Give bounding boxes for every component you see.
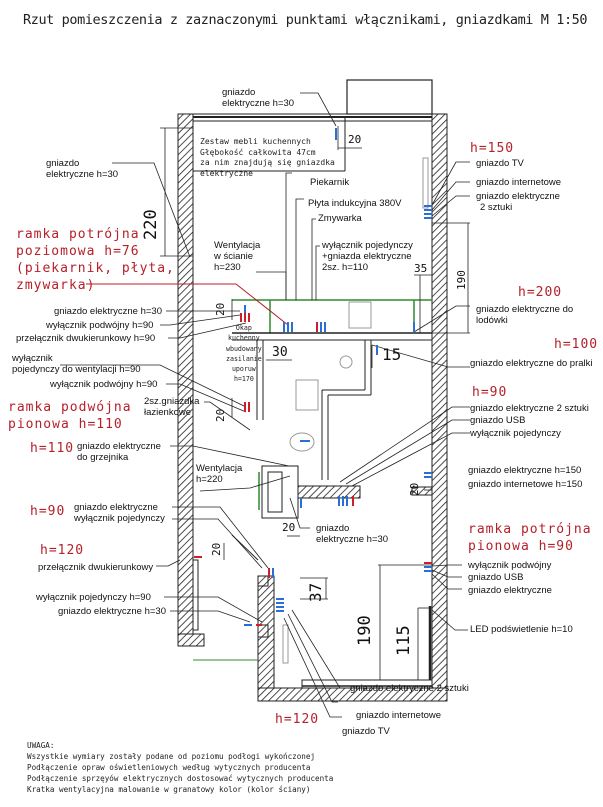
height-h200: h=200 [518,285,563,300]
dim-220: 220 [141,209,161,240]
dim-15: 15 [382,345,402,364]
hood-note-line: kuchenny [227,334,260,343]
notes-block: UWAGA: Wszystkie wymiary zostały podane … [27,740,333,795]
dim-35: 35 [414,262,428,275]
dim-20-d: 20 [282,521,296,534]
hood-note-line: zasilanie [226,354,262,363]
kitchen-note-line: Zestaw mebli kuchennych [200,137,311,146]
label-double-switch-h90: wyłącznik podwójny h=90 [46,320,154,331]
notes-line: Podłączenie sprzęyów elektrycznych dosto… [27,774,334,783]
notes-line: Wszystkie wymiary zostały podane od pozi… [27,752,316,761]
height-h110: h=110 [30,441,75,456]
label-right-switch: wyłącznik pojedynczy [470,428,561,439]
label-lower-switch-h90: wyłącznik pojedynczy h=90 [36,592,151,603]
dim-20-b: 20 [214,408,227,422]
hood-note-line: h=170 [233,375,254,384]
walls [177,79,448,702]
tv-internet-socket-symbols [424,205,432,219]
notes-heading: UWAGA: [27,741,55,750]
height-h120-left: h=120 [40,543,85,558]
label-left-socket-h30: gniazdo elektryczne h=30 [54,306,163,317]
label-bottom-internet: gniazdo internetowe [356,710,442,721]
ramka-podwojna-pionowa: ramka podwójna pionowa h=110 [8,400,132,432]
dim-115: 115 [394,625,414,656]
leader-lines [60,92,470,718]
label-right-socket150: gniazdo elektryczne h=150 [468,465,582,476]
dim-20-c: 20 [408,482,421,496]
label-room-usb: gniazdo USB [468,572,524,583]
ramka-potrojna-poziomowa: ramka potrójna poziomowa h=76 (piekarnik… [16,227,175,293]
dimension-lines [160,126,470,680]
outlet-markers [194,128,432,626]
label-twoway-switch: przełącznik dwukierunkowy [38,562,154,573]
label-right-2pcs: gniazdo elektryczne 2 sztuki [470,403,589,414]
kitchen-switch-symbols [194,305,432,626]
label-plyta: Płyta indukcyjna 380V [308,198,402,209]
label-right-internet150: gniazdo internetowe h=150 [468,479,583,490]
hood-note-line: wbudowany [226,344,262,353]
label-tv-socket: gniazdo TV [476,158,524,169]
height-h100: h=100 [554,337,599,352]
dim-20-a: 20 [214,302,227,316]
kitchen-note: Zestaw mebli kuchennych Głębokość całkow… [200,137,335,179]
red-leader [86,283,289,326]
height-h90-left: h=90 [30,504,66,519]
wall-right [431,113,448,702]
hood-note-line: Okap [235,324,252,332]
dim-20-top: 20 [348,133,362,146]
height-h150: h=150 [470,141,515,156]
label-internet-socket: gniazdo internetowe [476,177,562,188]
label-piekarnik: Piekarnik [310,177,350,188]
height-h120-bottom: h=120 [275,712,320,727]
kitchen-note-line: elektryczne [200,168,253,178]
label-right-usb: gniazdo USB [470,415,526,426]
socket-symbol-top [335,128,337,140]
dim-190: 190 [355,615,375,646]
label-bottom-2pcs: gniazdo elektryczne 2 sztuki [350,683,469,694]
notes-line: Kratka wentylacyjna malowanie w granatow… [27,785,311,794]
kitchen-note-line: za nim znajdują się gniazdka [200,158,335,167]
hood-note: Okap kuchenny wbudowany zasilanie uporuw… [226,323,262,385]
label-led: LED podświetlenie h=10 [470,624,573,635]
balcony-box [346,79,433,115]
height-h90-right: h=90 [472,385,508,400]
page-title: Rzut pomieszczenia z zaznaczonymi punkta… [23,12,588,28]
dim-190-top: 190 [455,270,468,290]
label-bottom-tv: gniazdo TV [342,726,390,737]
ramka-potrojna-pionowa: ramka potrójna pionowa h=90 [468,522,592,554]
hood-note-line: uporuw [231,365,256,374]
kitchen-note-line: Głębokość całkowita 47cm [200,147,316,157]
wall-left-lower [177,633,205,647]
label-lower-socket-h30: gniazdo elektryczne h=30 [58,606,167,617]
wall-left-upper [177,113,194,635]
notes-line: Podłączenie opraw oświetleniowych według… [27,763,311,772]
label-zmywarka: Zmywarka [318,213,362,224]
label-room-double-switch: wyłącznik podwójny [468,560,552,571]
dim-37: 37 [306,582,325,602]
label-washer-socket: gniazdo elektryczne do pralki [470,358,593,369]
label-twoway-switch-h90: przełącznik dwukierunkowy h=90 [16,333,156,344]
label-switch-sockets: wyłącznik pojedynczy+gniazda elektryczne… [322,240,413,273]
label-room-socket: gniazdo elektryczne [468,585,552,596]
partitions [193,117,433,680]
label-double-switch-h90-b: wyłącznik podwójny h=90 [50,379,158,390]
dim-20-e: 20 [210,542,223,556]
dim-30: 30 [272,345,288,360]
